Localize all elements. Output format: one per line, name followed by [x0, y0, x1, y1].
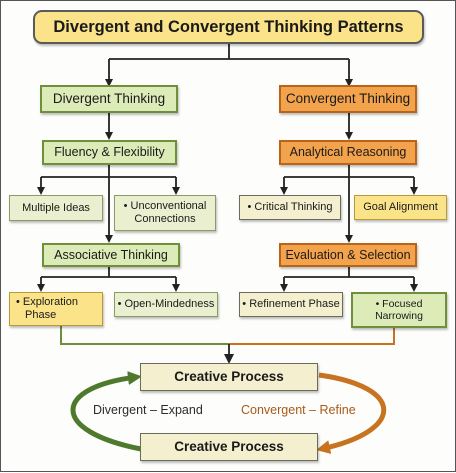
convergent-cycle-arrow — [316, 372, 387, 454]
evaluation-selection-box: Evaluation & Selection — [279, 243, 417, 267]
multiple-ideas-box: Multiple Ideas — [9, 195, 103, 221]
focused-narrowing-box: • Focused Narrowing — [351, 292, 447, 328]
creative-process-top-box: Creative Process — [140, 363, 318, 391]
merge-connectors — [60, 326, 395, 364]
creative-process-bottom-box: Creative Process — [140, 433, 318, 461]
exploration-phase-box: • Exploration Phase — [9, 292, 103, 326]
unconventional-line-2: Connections — [134, 213, 196, 225]
analytical-reasoning-box: Analytical Reasoning — [279, 140, 417, 165]
title-fork-connector — [105, 44, 353, 87]
unconventional-connections-box: • Unconventional Connections — [114, 195, 216, 231]
associative-thinking-box: Associative Thinking — [42, 243, 180, 267]
divergent-expand-label: Divergent – Expand — [93, 403, 203, 417]
convergent-thinking-box: Convergent Thinking — [279, 85, 417, 113]
divergent-thinking-box: Divergent Thinking — [40, 85, 178, 113]
refinement-phase-box: • Refinement Phase — [239, 292, 343, 317]
convergent-refine-label: Convergent – Refine — [241, 403, 356, 417]
exploration-line-1: • Exploration — [16, 296, 78, 309]
critical-thinking-box: • Critical Thinking — [239, 195, 341, 220]
divergent-cycle-arrow — [70, 371, 142, 452]
fluency-flexibility-box: Fluency & Flexibility — [42, 140, 177, 165]
goal-alignment-box: Goal Alignment — [354, 195, 447, 220]
page-title: Divergent and Convergent Thinking Patter… — [33, 10, 424, 44]
divergent-connectors — [37, 113, 180, 292]
unconventional-line-1: • Unconventional — [123, 200, 207, 213]
convergent-connectors — [280, 113, 418, 292]
exploration-line-2: Phase — [25, 309, 57, 321]
open-mindedness-box: • Open-Mindedness — [114, 292, 218, 317]
